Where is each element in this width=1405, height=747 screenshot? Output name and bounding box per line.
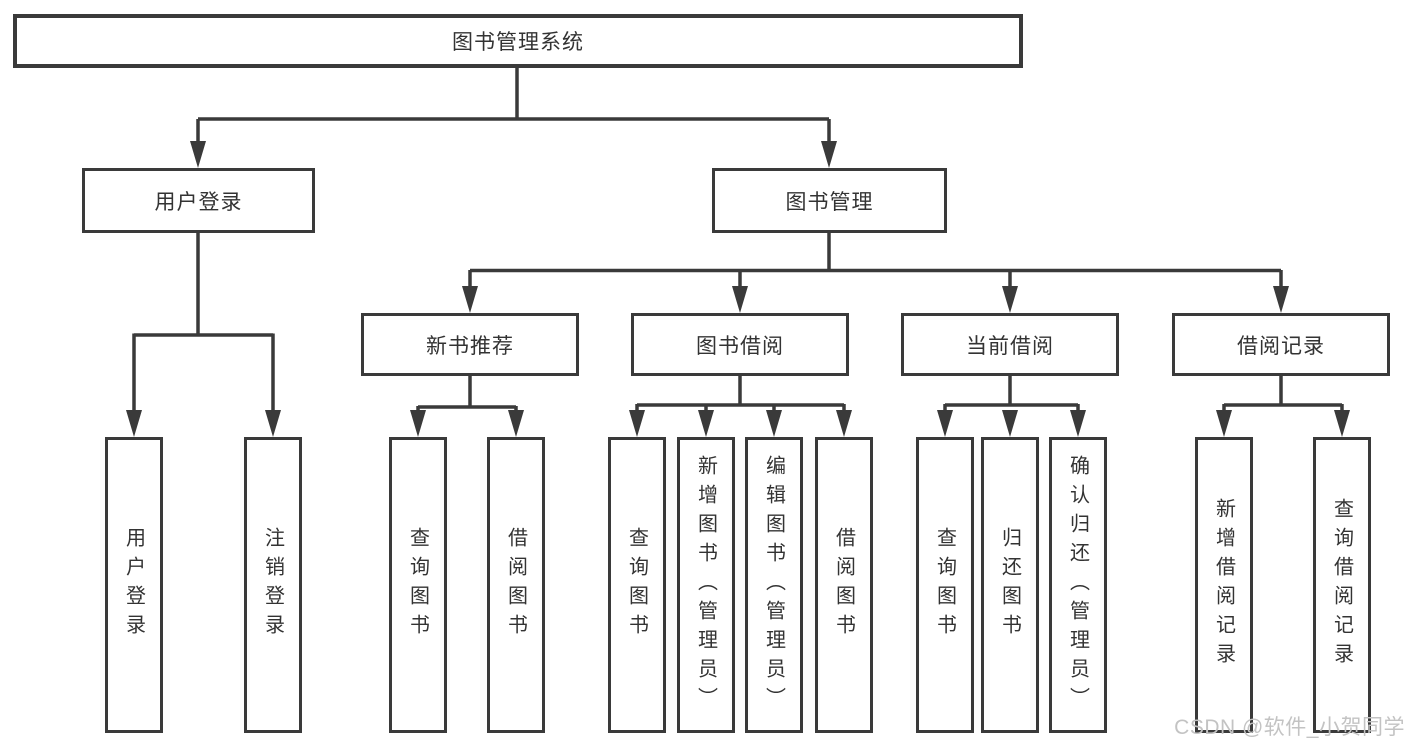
leaf-query-books-current: 查询图书 bbox=[916, 437, 974, 733]
node-new-book-recommend: 新书推荐 bbox=[361, 313, 579, 376]
leaf-return-books-label: 归还图书 bbox=[998, 527, 1021, 643]
leaf-borrow-books-recommend: 借阅图书 bbox=[487, 437, 545, 733]
leaf-query-books-borrow-label: 查询图书 bbox=[625, 527, 648, 643]
leaf-logout: 注销登录 bbox=[244, 437, 302, 733]
leaf-query-books-recommend: 查询图书 bbox=[389, 437, 447, 733]
leaf-add-books-admin: 新增图书（管理员） bbox=[677, 437, 735, 733]
leaf-borrow-books: 借阅图书 bbox=[815, 437, 873, 733]
node-book-management: 图书管理 bbox=[712, 168, 947, 233]
leaf-query-books-recommend-label: 查询图书 bbox=[406, 527, 429, 643]
node-current-borrow: 当前借阅 bbox=[901, 313, 1119, 376]
leaf-query-borrow-record-label: 查询借阅记录 bbox=[1330, 498, 1353, 672]
leaf-confirm-return-admin-label: 确认归还（管理员） bbox=[1066, 454, 1089, 716]
node-borrow-records: 借阅记录 bbox=[1172, 313, 1390, 376]
leaf-user-login: 用户登录 bbox=[105, 437, 163, 733]
leaf-return-books: 归还图书 bbox=[981, 437, 1039, 733]
leaf-borrow-books-recommend-label: 借阅图书 bbox=[504, 527, 527, 643]
watermark: CSDN @软件_小贺同学 bbox=[1174, 716, 1405, 739]
node-library-management-system: 图书管理系统 bbox=[13, 14, 1023, 68]
leaf-add-books-admin-label: 新增图书（管理员） bbox=[694, 454, 717, 716]
leaf-query-books-borrow: 查询图书 bbox=[608, 437, 666, 733]
leaf-user-login-label: 用户登录 bbox=[122, 527, 145, 643]
leaf-add-borrow-record-label: 新增借阅记录 bbox=[1212, 498, 1235, 672]
leaf-confirm-return-admin: 确认归还（管理员） bbox=[1049, 437, 1107, 733]
leaf-borrow-books-label: 借阅图书 bbox=[832, 527, 855, 643]
node-book-borrow: 图书借阅 bbox=[631, 313, 849, 376]
leaf-query-borrow-record: 查询借阅记录 bbox=[1313, 437, 1371, 733]
leaf-edit-books-admin: 编辑图书（管理员） bbox=[745, 437, 803, 733]
leaf-edit-books-admin-label: 编辑图书（管理员） bbox=[762, 454, 785, 716]
leaf-logout-label: 注销登录 bbox=[261, 527, 284, 643]
node-user-login: 用户登录 bbox=[82, 168, 315, 233]
leaf-query-books-current-label: 查询图书 bbox=[933, 527, 956, 643]
leaf-add-borrow-record: 新增借阅记录 bbox=[1195, 437, 1253, 733]
